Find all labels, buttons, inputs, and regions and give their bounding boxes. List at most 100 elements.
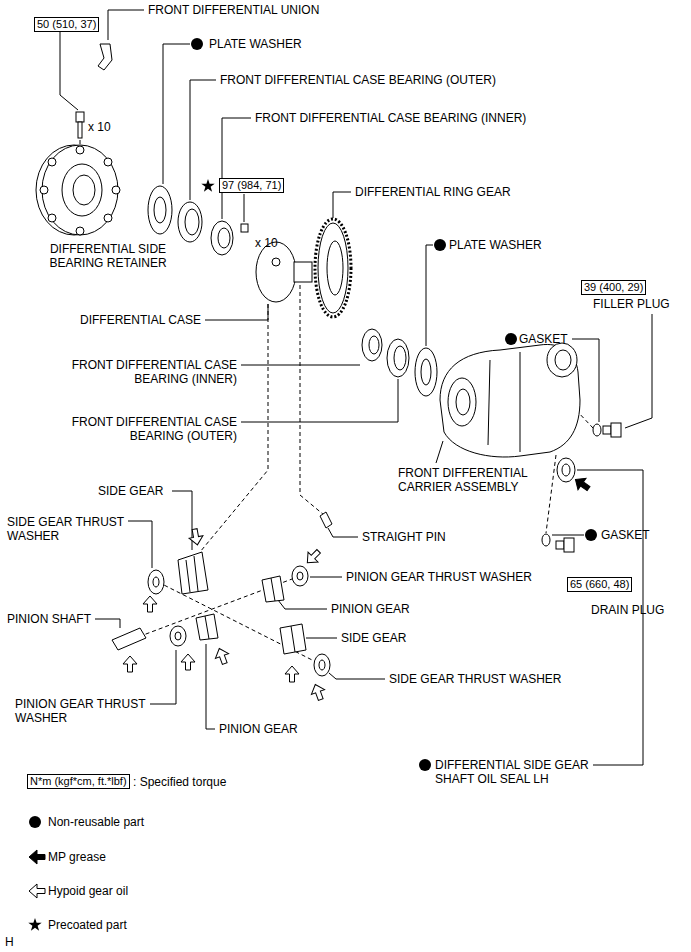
differential-gears [153, 577, 159, 587]
plugs-and-seal [556, 541, 564, 549]
assembly-lines [80, 140, 593, 665]
assembly-lines [130, 576, 300, 640]
leader-lines [95, 619, 120, 628]
label-text: FRONT DIFFERENTIAL CASE BEARING (INNER) [255, 111, 526, 125]
differential-case [272, 258, 280, 266]
label-text: STRAIGHT PIN [362, 530, 446, 544]
oil-arrows [123, 474, 593, 702]
label-text: FRONT DIFFERENTIAL CASE BEARING (OUTER) [220, 73, 496, 87]
leader-lines [306, 638, 337, 639]
quantity-note: x 10 [255, 236, 278, 250]
oil-arrows [309, 682, 328, 702]
plugs-and-seal [542, 534, 550, 546]
label-text: SIDE GEAR THRUST WASHER [389, 672, 561, 686]
leader-lines [625, 314, 652, 428]
symbols [29, 850, 45, 864]
oil-arrows [302, 546, 323, 567]
side-bearing-retainer [48, 214, 56, 222]
differential-gears [178, 552, 208, 594]
differential-gears [314, 654, 330, 676]
torque-value: 50 (510, 37) [37, 18, 96, 31]
leader-lines [333, 192, 351, 218]
bearings-and-washers [185, 209, 199, 235]
ring-gear [327, 241, 343, 295]
bearings-and-washers [211, 221, 233, 255]
part-label: DIFFERENTIAL SIDE BEARING RETAINER [28, 242, 188, 270]
ring-gear [315, 219, 351, 317]
differential-gears [280, 624, 306, 654]
label-text: DIFFERENTIAL CASE [80, 313, 201, 327]
torque-box: 65 (660, 48) [567, 577, 632, 592]
leader-lines [172, 491, 192, 550]
part-label: DIFFERENTIAL SIDE GEAR SHAFT OIL SEAL LH [435, 758, 610, 786]
part-label: SIDE GEAR THRUST WASHER [389, 672, 561, 686]
legend-entry: Precoated part [48, 918, 127, 932]
leader-lines [278, 600, 327, 609]
side-bearing-retainer [42, 145, 118, 235]
symbols [419, 759, 431, 771]
carrier-assembly [547, 343, 577, 377]
legend-entry: Non-reusable part [48, 815, 144, 829]
symbols [191, 38, 203, 50]
part-label: DRAIN PLUG [591, 603, 664, 617]
legend-entry: : Specified torque [133, 775, 226, 789]
label-text: x 10 [88, 120, 111, 134]
differential-gears [205, 616, 209, 639]
torque-box: 97 (984, 71) [219, 178, 284, 193]
leader-lines [163, 44, 190, 184]
side-bearing-retainer [40, 186, 48, 194]
part-label: PINION GEAR [331, 602, 410, 616]
leader-lines [128, 521, 152, 568]
legend-text: Non-reusable part [48, 815, 144, 829]
label-text: GASKET [601, 528, 650, 542]
part-label: PLATE WASHER [209, 37, 302, 51]
assembly-lines [546, 455, 556, 533]
part-label: FRONT DIFFERENTIAL CASE BEARING (INNER) [42, 358, 237, 386]
bolt-and-union [76, 44, 112, 138]
differential-gears [196, 614, 218, 640]
bearings-and-washers [394, 346, 406, 370]
ring-gear [318, 223, 348, 313]
legend-text: MP grease [48, 850, 106, 864]
carrier-assembly [488, 352, 520, 452]
figure-code: H [5, 935, 14, 949]
leader-lines [190, 80, 216, 200]
torque-value: 39 (400, 29) [584, 281, 643, 294]
differential-gears [291, 626, 295, 652]
ring-gear [315, 219, 351, 317]
part-label: FRONT DIFFERENTIAL CASE BEARING (OUTER) [42, 415, 237, 443]
label-text: FRONT DIFFERENTIAL UNION [148, 3, 319, 17]
oil-arrows [188, 528, 205, 546]
plugs-and-seal [611, 423, 621, 437]
part-label: PINION GEAR THRUST WASHER [15, 697, 175, 725]
plugs-and-seal [593, 424, 601, 436]
leader-lines [426, 245, 433, 346]
bolt-and-union [78, 122, 82, 138]
carrier-assembly [440, 343, 580, 457]
leader-lines [60, 10, 652, 765]
part-label: PINION GEAR [219, 722, 298, 736]
symbols [505, 333, 517, 345]
part-label: FRONT DIFFERENTIAL CASE BEARING (INNER) [255, 111, 526, 125]
unit-box: N*m (kgf*cm, ft.*lbf) [27, 774, 130, 789]
label-text: PLATE WASHER [209, 37, 302, 51]
differential-gears [292, 566, 308, 586]
leader-lines [577, 470, 643, 765]
part-label: FILLER PLUG [593, 297, 670, 311]
leader-lines [436, 441, 443, 463]
bearings-and-washers [369, 336, 379, 354]
side-bearing-retainer [112, 186, 120, 194]
label-text: PINION GEAR [219, 722, 298, 736]
label-text: DIFFERENTIAL SIDE GEAR SHAFT OIL SEAL LH [435, 758, 589, 786]
part-label: GASKET [519, 332, 568, 346]
torque-box: 50 (510, 37) [34, 17, 99, 32]
differential-case [294, 262, 312, 282]
carrier-assembly [440, 344, 580, 457]
oil-arrows [143, 596, 157, 612]
differential-gears [170, 626, 186, 646]
leader-lines [222, 118, 251, 219]
side-bearing-retainer [76, 146, 84, 154]
bearings-and-washers [178, 202, 202, 242]
leader-lines [310, 577, 342, 578]
